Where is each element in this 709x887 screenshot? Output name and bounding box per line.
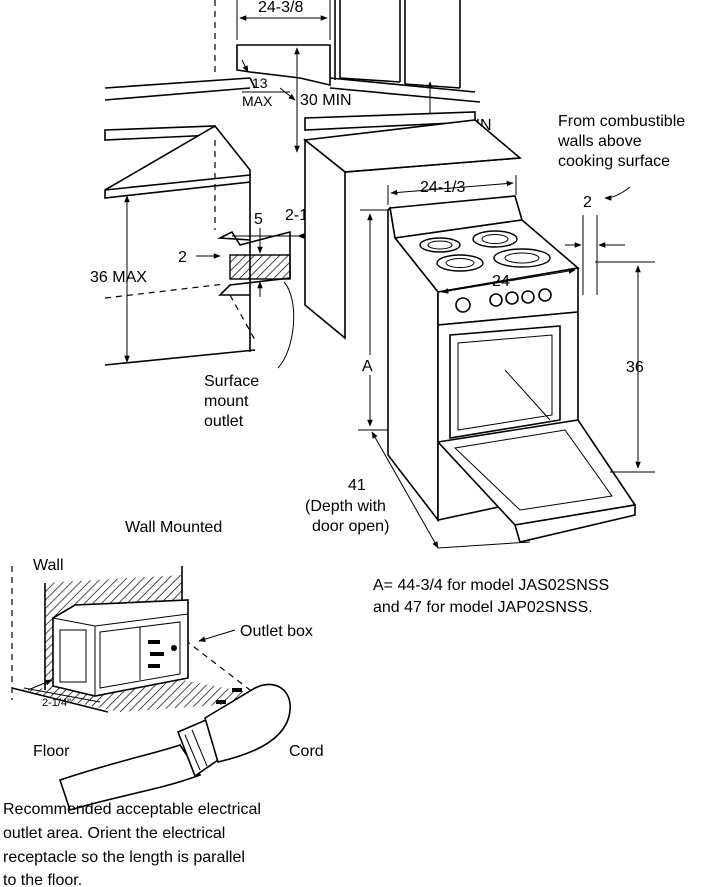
outlet-box-label: Outlet box xyxy=(240,623,313,640)
range-width-line xyxy=(441,268,576,294)
depth-41-rule xyxy=(437,541,531,549)
floor-label: Floor xyxy=(33,743,70,760)
range xyxy=(387,195,637,543)
range-width-top-line xyxy=(390,180,514,196)
wall-mounted-title: Wall Mounted xyxy=(125,519,222,536)
dim-a-bg xyxy=(360,355,380,375)
top-width-dim xyxy=(236,0,331,40)
outlet-leader xyxy=(277,281,295,369)
dim-depth-note-1: (Depth with xyxy=(305,498,386,515)
dim-hood-offset-max: MAX xyxy=(242,93,273,109)
floor-gap-label: 2-1/4" xyxy=(42,697,71,709)
note-model-2: and 47 for model JAP02SNSS. xyxy=(373,599,593,616)
right-counter xyxy=(303,111,523,340)
note-outlet-3: outlet xyxy=(204,413,244,430)
note-combustible-3: cooking surface xyxy=(558,153,670,170)
dim-depth-note-2: door open) xyxy=(312,518,389,535)
note-outlet-1: Surface xyxy=(204,373,259,390)
dim-top-width: 24-3/8 xyxy=(258,0,303,16)
wall-label: Wall xyxy=(33,557,64,574)
dim-range-width-top: 24-1/3 xyxy=(420,179,465,196)
dim-2-right: 2 xyxy=(583,194,592,211)
outlet-box-leader xyxy=(198,629,236,642)
note-outlet-2: mount xyxy=(204,393,249,410)
dim-height-36: 36 xyxy=(626,359,644,376)
dim-depth-41: 41 xyxy=(348,477,366,494)
dim-5: 5 xyxy=(254,211,263,228)
cord-plug xyxy=(58,683,291,811)
note-model-1: A= 44-3/4 for model JAS02SNSS xyxy=(373,577,609,594)
dim-range-width: 24 xyxy=(492,273,510,290)
upper-cabinets xyxy=(104,0,481,103)
cord-label: Cord xyxy=(289,743,324,760)
caption-line-1: Recommended acceptable electrical xyxy=(3,801,261,818)
combustible-leader xyxy=(604,186,631,201)
caption-line-2: outlet area. Orient the electrical xyxy=(3,825,225,842)
dim-min-30: 30 MIN xyxy=(300,92,352,109)
caption-line-3: receptacle so the length is parallel xyxy=(3,849,245,866)
hood-offset-arrow xyxy=(241,59,249,73)
dim-hood-offset: 13 xyxy=(252,75,268,91)
hood-max-arrow xyxy=(279,87,296,101)
note-combustible-2: walls above xyxy=(557,133,642,150)
left-counter xyxy=(104,124,291,366)
wall-mounted-detail xyxy=(11,566,290,713)
dim-2-left: 2 xyxy=(178,249,187,266)
caption-line-4: to the floor. xyxy=(3,872,82,887)
note-combustible-1: From combustible xyxy=(558,113,685,130)
depth-41-line xyxy=(371,431,439,549)
dim-label-a: A xyxy=(362,358,373,375)
dim-max-36: 36 MAX xyxy=(90,269,147,286)
